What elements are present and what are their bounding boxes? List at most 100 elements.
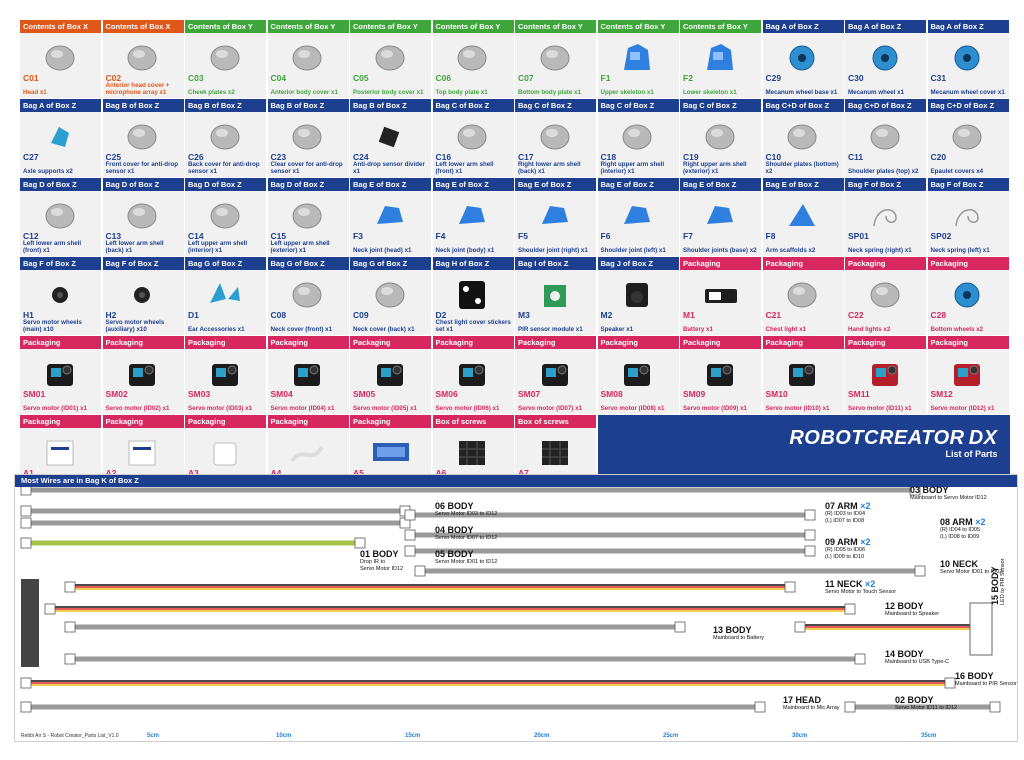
part-description: Left lower arm shell (back) x1 — [105, 240, 164, 254]
tape-icon — [453, 435, 493, 476]
wires-header: Most Wires are in Bag K of Box Z — [15, 475, 1017, 487]
wire-multiplier: ×2 — [865, 579, 876, 589]
head-icon — [41, 40, 81, 81]
part-code: SM09 — [683, 389, 706, 399]
part-bag-label: Packaging — [597, 336, 679, 349]
servo-red-icon — [948, 356, 988, 397]
battery-icon — [701, 277, 741, 318]
wire-subtitle: Servo Motor ID01 to ID02 — [940, 569, 1003, 575]
part-description: Servo motor (ID08) x1 — [600, 405, 665, 412]
wire-title: 12 BODY — [885, 601, 924, 611]
part-code: C12 — [23, 231, 39, 241]
part-bag-label: Box of screws — [515, 415, 596, 428]
scaffold-icon — [783, 198, 823, 239]
part-description: Mecanum wheel base x1 — [765, 89, 838, 96]
part-description: Servo motor (ID01) x1 — [23, 405, 87, 412]
wire-subtitle: (R) ID04 to ID05 (L) ID08 to ID09 — [940, 527, 981, 540]
wire-subtitle: Servo Motor ID11 to ID12 — [895, 705, 957, 711]
part-description: Anti-drop sensor divider x1 — [353, 161, 425, 175]
servo-icon — [618, 356, 658, 397]
part-code: SM08 — [600, 389, 623, 399]
wire-01-body — [20, 537, 366, 549]
wire-title: 06 BODY — [435, 501, 474, 511]
part-bag-label: Contents of Box Y — [185, 20, 266, 33]
part-description: Epaulet covers x4 — [930, 168, 984, 175]
part-bag-label: Bag E of Box Z — [432, 178, 514, 191]
part-bag-label: Packaging — [102, 415, 184, 428]
part-bag-label: Bag C of Box Z — [597, 99, 679, 112]
part-bag-label: Bag A of Box Z — [20, 99, 101, 112]
part-code: C04 — [270, 73, 287, 83]
wire-subtitle: LED to PIR Sensor — [1000, 558, 1006, 605]
part-description: Head x1 — [23, 89, 47, 96]
part-description: Servo motor (ID04) x1 — [270, 405, 335, 412]
part-bag-label: Contents of Box Y — [432, 20, 514, 33]
wheel-icon — [948, 277, 988, 318]
part-code: C31 — [930, 73, 947, 83]
part-description: Servo motor (ID06) x1 — [435, 405, 500, 412]
part-bag-label: Packaging — [680, 336, 761, 349]
part-bag-label: Contents of Box X — [102, 20, 184, 33]
part-description: Neck spring (right) x1 — [848, 247, 912, 254]
servo-icon — [701, 356, 741, 397]
part-description: Anterior body cover x1 — [270, 89, 338, 96]
part-code: D2 — [435, 310, 447, 320]
part-code: SM05 — [353, 389, 376, 399]
servo-icon — [536, 356, 576, 397]
wire-16-body — [20, 677, 956, 689]
shoulder-plate-icon — [866, 119, 906, 160]
part-description: Servo motor (ID05) x1 — [353, 405, 417, 412]
part-description: Bottom body plate x1 — [518, 89, 581, 96]
wire-subtitle: Mainboard to USB Type-C — [885, 659, 950, 665]
part-bag-label: Bag J of Box Z — [597, 257, 679, 270]
speaker-icon — [618, 277, 658, 318]
part-bag-label: Packaging — [680, 257, 761, 270]
part-code: C29 — [765, 73, 782, 83]
manual-icon — [41, 435, 81, 476]
part-code: C25 — [105, 152, 122, 162]
part-bag-label: Packaging — [20, 336, 101, 349]
part-description: Mecanum wheel x1 — [848, 89, 905, 96]
charger-icon — [206, 435, 246, 476]
part-description: Cheek plates x2 — [188, 89, 235, 96]
part-bag-label: Bag C of Box Z — [680, 99, 761, 112]
part-code: M2 — [600, 310, 613, 320]
part-code: F2 — [683, 73, 693, 83]
part-bag-label: Bag G of Box Z — [185, 257, 266, 270]
part-bag-label: Bag D of Box Z — [102, 178, 184, 191]
part-bag-label: Bag B of Box Z — [185, 99, 266, 112]
wire-title: 14 BODY — [885, 649, 924, 659]
wire-10-neck — [414, 565, 926, 577]
ruler-mark: 20cm — [534, 733, 550, 739]
part-description: Servo motor (ID02) x1 — [105, 405, 170, 412]
neck-cover-icon — [288, 277, 328, 318]
arm-shell-icon — [123, 198, 163, 239]
part-description: Lower skeleton x1 — [683, 89, 737, 96]
part-bag-label: Bag F of Box Z — [20, 257, 101, 270]
plate-icon — [453, 40, 493, 81]
manual-icon — [123, 435, 163, 476]
part-code: C17 — [518, 152, 534, 162]
part-bag-label: Bag H of Box Z — [432, 257, 514, 270]
logo-suffix: DX — [968, 427, 998, 449]
pir-sensor-icon — [536, 277, 576, 318]
part-code: SM03 — [188, 389, 211, 399]
part-bag-label: Contents of Box Y — [680, 20, 761, 33]
part-bag-label: Bag E of Box Z — [597, 178, 679, 191]
skeleton-icon — [701, 40, 741, 81]
wire-subtitle: Drop IR to Servo Motor ID12 — [360, 559, 404, 572]
